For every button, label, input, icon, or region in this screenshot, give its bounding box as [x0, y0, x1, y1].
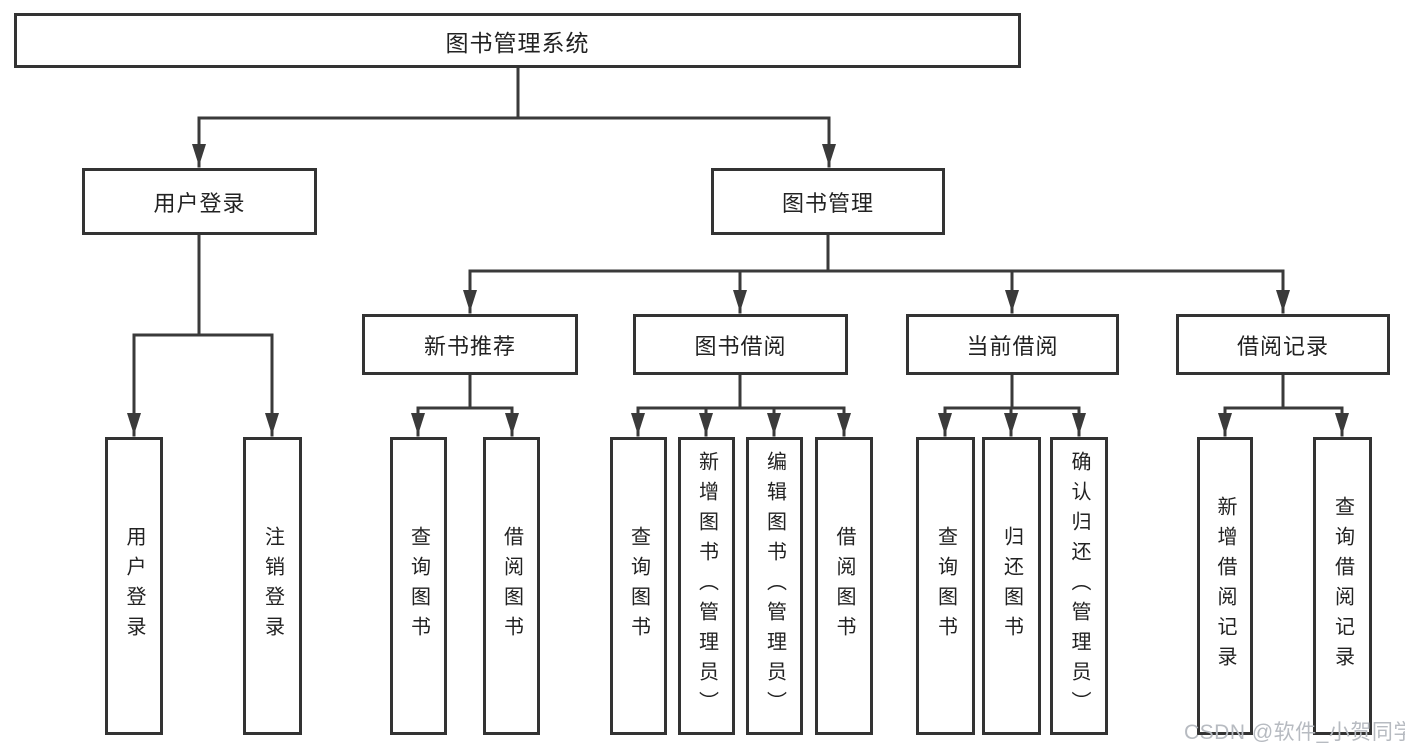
leaf-query-borrow-record: 查询借阅记录: [1313, 437, 1372, 735]
csdn-watermark: CSDN @软件_小贺同学: [1184, 721, 1405, 744]
leaf-add-book-admin: 新增图书（管理员）: [678, 437, 735, 735]
leaf-user-login-label: 用户登录: [123, 526, 145, 646]
leaf-return-books-label: 归还图书: [1000, 526, 1023, 646]
leaf-logout: 注销登录: [243, 437, 302, 735]
leaf-query-books-borrow-label: 查询图书: [627, 526, 650, 646]
leaf-add-borrow-record-label: 新增借阅记录: [1214, 496, 1236, 676]
leaf-confirm-return-admin-label: 确认归还（管理员）: [1068, 451, 1090, 721]
leaf-add-borrow-record: 新增借阅记录: [1197, 437, 1253, 735]
leaf-edit-book-admin-label: 编辑图书（管理员）: [763, 451, 786, 721]
node-book-borrow: 图书借阅: [633, 314, 848, 375]
leaf-borrow-books-recommend: 借阅图书: [483, 437, 540, 735]
node-current-borrow: 当前借阅: [906, 314, 1119, 375]
node-new-book-recommend: 新书推荐: [362, 314, 578, 375]
leaf-query-books-recommend: 查询图书: [390, 437, 447, 735]
leaf-query-books-current-label: 查询图书: [934, 526, 957, 646]
leaf-query-borrow-record-label: 查询借阅记录: [1331, 496, 1354, 676]
leaf-query-books-current: 查询图书: [916, 437, 975, 735]
node-borrow-records: 借阅记录: [1176, 314, 1390, 375]
leaf-query-books-recommend-label: 查询图书: [407, 526, 430, 646]
leaf-query-books-borrow: 查询图书: [610, 437, 667, 735]
node-book-management: 图书管理: [711, 168, 945, 235]
leaf-user-login: 用户登录: [105, 437, 163, 735]
leaf-return-books: 归还图书: [982, 437, 1041, 735]
node-system: 图书管理系统: [14, 13, 1021, 68]
leaf-add-book-admin-label: 新增图书（管理员）: [695, 451, 718, 721]
leaf-borrow-books-recommend-label: 借阅图书: [500, 526, 523, 646]
leaf-borrow-books-borrow: 借阅图书: [815, 437, 873, 735]
leaf-logout-label: 注销登录: [261, 526, 284, 646]
leaf-borrow-books-borrow-label: 借阅图书: [833, 526, 855, 646]
leaf-confirm-return-admin: 确认归还（管理员）: [1050, 437, 1108, 735]
leaf-edit-book-admin: 编辑图书（管理员）: [746, 437, 803, 735]
node-user-login: 用户登录: [82, 168, 317, 235]
